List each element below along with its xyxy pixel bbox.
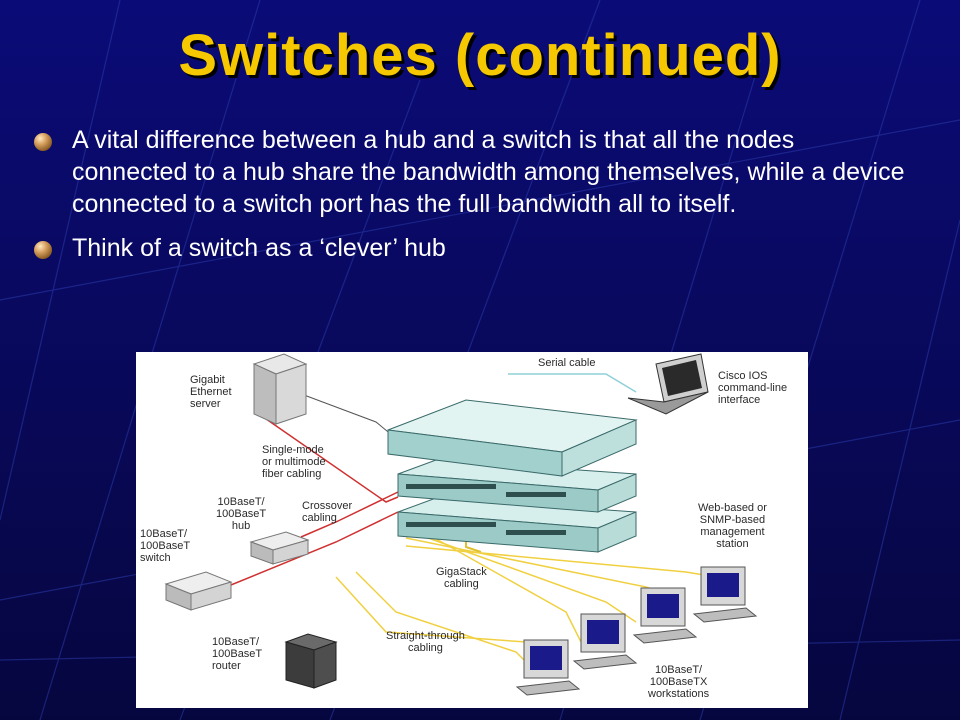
stacked-switches-icon bbox=[387, 399, 638, 553]
label-switch: 10BaseT/ 100BaseT switch bbox=[140, 528, 191, 564]
router-icon bbox=[284, 633, 338, 689]
workstation-icon bbox=[572, 613, 638, 670]
bullet-item: Think of a switch as a ‘clever’ hub bbox=[34, 232, 914, 264]
straight-cable-line bbox=[335, 576, 527, 643]
label-serial-cable: Serial cable bbox=[538, 357, 596, 369]
bullet-item: A vital difference between a hub and a s… bbox=[34, 124, 914, 220]
server-tower-icon bbox=[252, 353, 308, 425]
workstation-icon bbox=[692, 566, 758, 623]
label-management-station: Web-based or SNMP-based management stati… bbox=[698, 502, 767, 550]
label-gigastack-cabling: GigaStack cabling bbox=[436, 566, 487, 590]
bullet-sphere-icon bbox=[34, 133, 52, 151]
straight-cable-line bbox=[405, 521, 587, 653]
bullet-list: A vital difference between a hub and a s… bbox=[34, 124, 914, 276]
label-straight-through-cabling: Straight-through cabling bbox=[386, 630, 465, 654]
switch-icon bbox=[164, 571, 233, 611]
label-fiber-cabling: Single-mode or multimode fiber cabling bbox=[262, 444, 326, 480]
label-hub: 10BaseT/ 100BaseT hub bbox=[216, 496, 267, 532]
workstation-icon bbox=[632, 587, 698, 644]
bullet-text: Think of a switch as a ‘clever’ hub bbox=[72, 234, 446, 262]
label-router: 10BaseT/ 100BaseT router bbox=[212, 636, 263, 672]
workstation-icons bbox=[515, 566, 758, 696]
bullet-sphere-icon bbox=[34, 241, 52, 259]
label-cisco-ios: Cisco IOS command-line interface bbox=[718, 370, 788, 406]
label-crossover-cabling: Crossover cabling bbox=[302, 500, 353, 524]
label-gigabit-server: Gigabit Ethernet server bbox=[190, 374, 232, 410]
serial-cable-line bbox=[508, 373, 637, 393]
switch-cable-line bbox=[225, 511, 399, 588]
network-diagram-art bbox=[164, 353, 758, 696]
straight-cable-line bbox=[405, 529, 637, 623]
workstation-icon bbox=[515, 639, 581, 696]
network-diagram: Gigabit Ethernet server Serial cable Cis… bbox=[136, 352, 808, 708]
label-workstations: 10BaseT/ 100BaseTX workstations bbox=[648, 664, 710, 700]
crossover-cable-line bbox=[300, 491, 399, 538]
bullet-text: A vital difference between a hub and a s… bbox=[72, 126, 905, 218]
hub-icon bbox=[249, 531, 310, 565]
slide-title: Switches (continued) bbox=[178, 23, 782, 88]
fiber-cable-line bbox=[255, 411, 399, 503]
laptop-icon bbox=[627, 353, 709, 415]
server-cable-line bbox=[295, 391, 399, 441]
